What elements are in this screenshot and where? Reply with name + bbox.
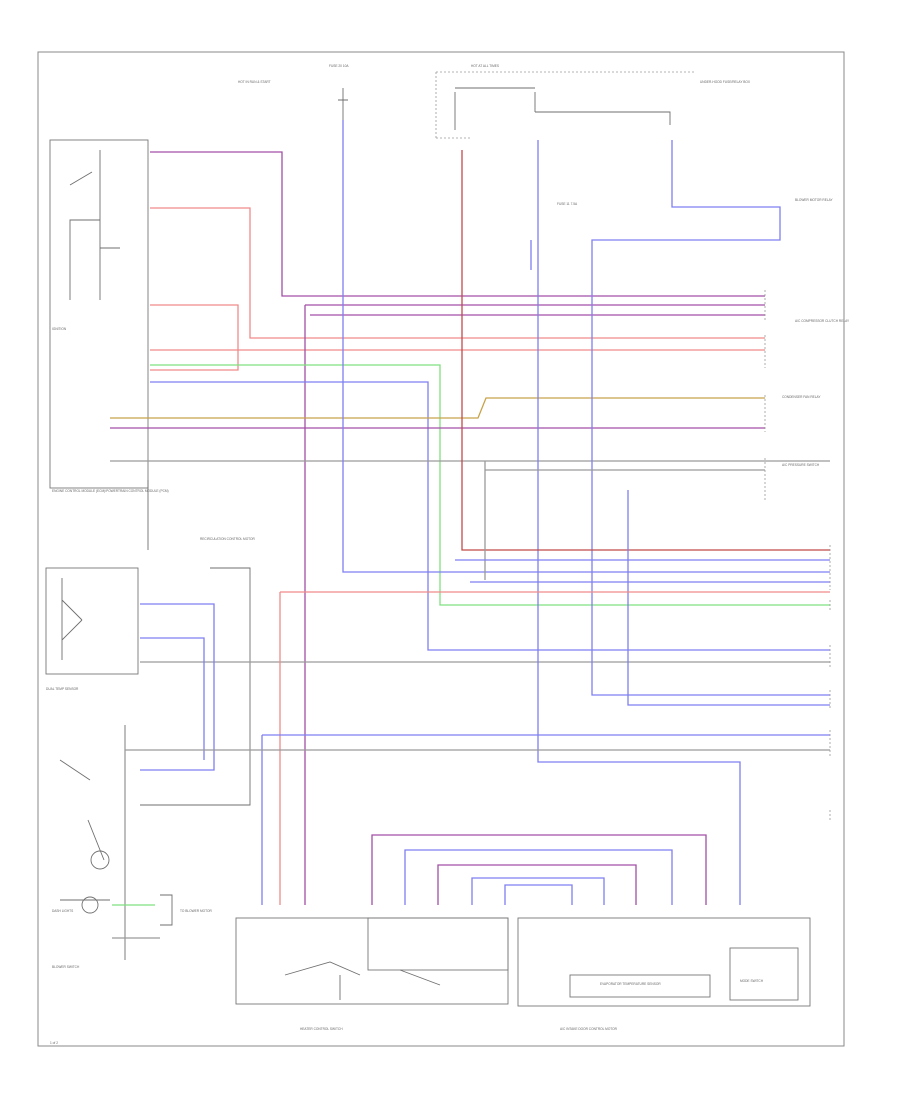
thermo-label: EVAPORATOR TEMPERATURE SENSOR xyxy=(600,982,661,986)
thermo-inner xyxy=(569,974,711,998)
wire-blu-red-a xyxy=(150,151,765,297)
wire-wht-red-b xyxy=(150,304,239,371)
wire-blu-loop4 xyxy=(471,877,605,905)
ac-relay-label: A/C COMPRESSOR CLUTCH RELAY xyxy=(795,319,850,323)
wire-blu-wht-fuse xyxy=(342,120,830,573)
dual-temp-box xyxy=(45,567,139,675)
actuator-label: A/C INTAKE DOOR CONTROL MOTOR xyxy=(560,1027,618,1031)
hot-run-start-label: HOT IN RUN & START xyxy=(238,80,271,84)
fuse-a-label: FUSE 20 10A xyxy=(329,64,349,68)
ac-pressure-label: A/C PRESSURE SWITCH xyxy=(782,463,820,467)
actuator-box xyxy=(517,917,811,1007)
wire-dred xyxy=(461,150,830,551)
blower-switch-box xyxy=(160,894,173,926)
wire-gry-fan xyxy=(484,461,765,580)
wire-blu-wht-center xyxy=(537,140,741,905)
fuse-box-top-inner xyxy=(454,87,671,130)
wire-blu-wht-dt1 xyxy=(140,603,215,771)
fuse-block-right-label: UNDER-HOOD FUSE/RELAY BOX xyxy=(700,80,751,84)
right-connectors xyxy=(764,290,831,822)
fuse-box-top-dashed xyxy=(435,71,695,139)
mode-switch-inner xyxy=(367,917,509,971)
wire-blu-wht-ecm xyxy=(150,381,830,651)
wire-blu-wht-relay xyxy=(591,140,830,696)
blower-switch-column xyxy=(59,725,126,960)
blower-switch-label: BLOWER SWITCH xyxy=(52,965,80,969)
wire-red-lower xyxy=(279,591,830,905)
condenser-fan-label: CONDENSER FAN RELAY xyxy=(782,395,821,399)
recirc-label: RECIRCULATION CONTROL MOTOR xyxy=(200,537,256,541)
dual-temp-internal xyxy=(61,578,83,660)
wire-pur-loop1 xyxy=(371,834,707,905)
ecm-ignition-switch xyxy=(69,150,120,300)
fuse-c-label: FUSE 11 7.5A xyxy=(557,202,578,206)
heater-control-linkage xyxy=(284,961,441,1000)
wire-yel xyxy=(110,397,765,419)
heater-control-box xyxy=(235,917,509,1005)
hot-all-times-label: HOT AT ALL TIMES xyxy=(471,64,499,68)
heater-control-label: HEATER CONTROL SWITCH xyxy=(300,1027,343,1031)
ignition-label: IGNITION xyxy=(52,327,67,331)
ecm-box xyxy=(49,139,149,489)
mode-switch-label: MODE SWITCH xyxy=(740,979,764,983)
top-fuse-labels: HOT IN RUN & START FUSE 20 10A HOT AT AL… xyxy=(238,64,751,84)
wire-blu-wht-blower xyxy=(261,734,830,905)
wire-wht-red-a xyxy=(150,207,765,339)
wire-blu-wht-dt2 xyxy=(140,637,205,760)
recirc-box-line xyxy=(140,567,251,806)
blower-relay-label: BLOWER MOTOR RELAY xyxy=(795,198,833,202)
wire-grn xyxy=(150,364,830,606)
fuse-a-symbol xyxy=(338,88,348,120)
wire-blu-wht-fan xyxy=(627,490,830,706)
ecm-label: ENGINE CONTROL MODULE (ECM)/POWERTRAIN C… xyxy=(52,489,169,493)
wire-blu-loop2 xyxy=(404,849,673,905)
dual-temp-label: DUAL TEMP SENSOR xyxy=(46,687,79,691)
to-blower-label: TO BLOWER MOTOR xyxy=(180,909,212,913)
wire-blu-loop5 xyxy=(504,884,573,905)
mode-actuator-inner xyxy=(729,947,799,1001)
illum-bulb xyxy=(81,896,99,914)
diagram-frame xyxy=(37,51,845,1047)
illum-label: DASH LIGHTS xyxy=(52,909,73,913)
blower-switch-knob xyxy=(90,850,110,870)
page-number: 1 of 2 xyxy=(50,1041,58,1045)
wire-pur-loop3 xyxy=(437,864,637,905)
